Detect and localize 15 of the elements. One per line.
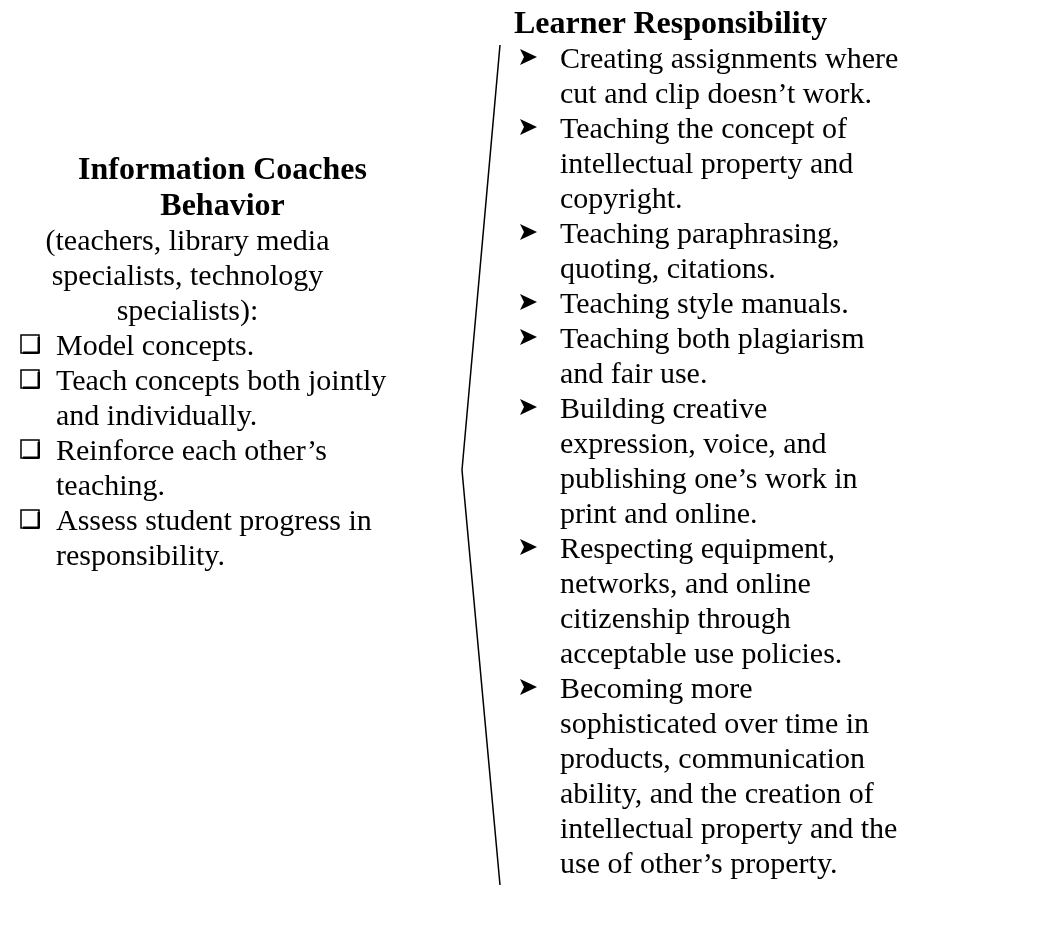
list-item-text: Building creative expression, voice, and publishing one’s work in print and online.: [560, 390, 859, 530]
list-item-text: Assess student progress in responsibility.: [56, 502, 373, 572]
list-item-text: Reinforce each other’s teaching.: [56, 432, 328, 502]
list-item-text: Creating assignments where cut and clip doesn’t work.: [560, 40, 900, 110]
list-item-text: Model concepts.: [56, 327, 256, 362]
subheading-text: (teachers, library media specialists, technology specialists):: [44, 222, 331, 327]
heading: Information Coaches Behavior: [77, 150, 368, 222]
list-item-text: Teaching both plagiarism and fair use.: [560, 320, 866, 390]
list-item-text: Teaching the concept of intellectual property and copyright.: [560, 110, 855, 215]
list-item-text: Teach concepts both jointly and individually.: [56, 362, 388, 432]
list-item-text: Teaching paraphrasing, quoting, citations.: [560, 215, 841, 285]
list-item-text: Becoming more sophisticated over time in products, communication ability, and the creation of intellectual property and the use of other’s property.: [560, 670, 899, 880]
list-item-text: Teaching style manuals.: [560, 285, 850, 320]
list-item-text: Respecting equipment, networks, and online citizenship through acceptable use policies.: [560, 530, 844, 670]
heading: Learner Responsibility: [513, 4, 829, 40]
